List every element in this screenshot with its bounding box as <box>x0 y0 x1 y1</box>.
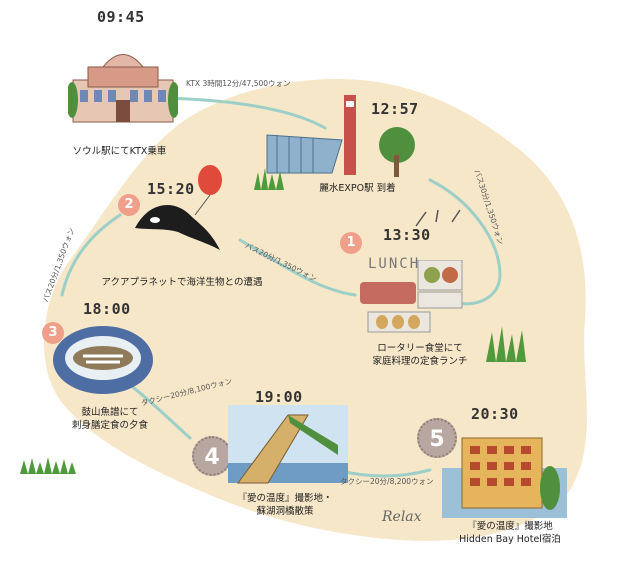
lunch-sign: LUNCH <box>368 256 421 272</box>
caption-aqua-line: アクアプラネットで海洋生物との遭遇 <box>101 277 263 288</box>
time-lunch: 13:30 <box>383 226 431 244</box>
time-dinner: 18:00 <box>83 300 131 318</box>
caption-expo: 麗水EXPO駅 到着 <box>300 182 415 195</box>
caption-seoul: ソウル駅にてKTX乗車 <box>62 145 177 158</box>
bridge-illustration <box>228 405 348 484</box>
time-seoul: 09:45 <box>97 8 145 26</box>
grass-expo <box>254 168 284 190</box>
badge-3: 3 <box>42 322 64 344</box>
caption-hotel: 『愛の温度』撮影地 Hidden Bay Hotel宿泊 <box>440 520 580 546</box>
caption-bridge: 『愛の温度』撮影地・ 蘇湖洞橋散策 <box>225 492 345 518</box>
caption-hotel-line-2: Hidden Bay Hotel宿泊 <box>459 534 561 545</box>
caption-lunch-line-2: 家庭料理の定食ランチ <box>372 356 468 367</box>
route-lines <box>60 96 502 478</box>
relax-text: Relax <box>382 509 422 525</box>
badge-4: 4 <box>192 436 232 476</box>
time-expo: 12:57 <box>371 100 419 118</box>
expo-station-illustration <box>266 95 415 177</box>
time-aqua: 15:20 <box>147 180 195 198</box>
route-taxi-b: タクシー20分/8,200ウォン <box>340 477 434 486</box>
seoul-station-illustration <box>68 54 178 123</box>
grass-dinner <box>20 457 76 474</box>
caption-expo-line: 麗水EXPO駅 到着 <box>319 183 396 194</box>
badge-5: 5 <box>417 418 457 458</box>
caption-seoul-line: ソウル駅にてKTX乗車 <box>72 146 167 157</box>
route-ktx: KTX 3時間12分/47,500ウォン <box>186 79 291 88</box>
time-hotel: 20:30 <box>471 405 519 423</box>
sparkle-lunch <box>415 209 461 227</box>
caption-dinner: 鼓山魚譜にて 刺身膳定食の夕食 <box>50 406 170 432</box>
grass-lunch <box>486 326 526 362</box>
caption-hotel-line-1: 『愛の温度』撮影地 <box>467 521 553 532</box>
dinner-illustration <box>53 326 153 394</box>
lunch-illustration <box>360 260 463 333</box>
hotel-illustration <box>442 437 567 518</box>
orca-illustration <box>135 165 222 250</box>
badge-2: 2 <box>118 194 140 216</box>
caption-dinner-line-1: 鼓山魚譜にて <box>81 407 139 418</box>
caption-bridge-line-1: 『愛の温度』撮影地・ <box>237 493 333 504</box>
caption-dinner-line-2: 刺身膳定食の夕食 <box>71 420 148 431</box>
badge-1: 1 <box>340 232 362 254</box>
caption-lunch-line-1: ロータリー食堂にて <box>377 343 463 354</box>
caption-bridge-line-2: 蘇湖洞橋散策 <box>256 506 314 517</box>
caption-aqua: アクアプラネットで海洋生物との遭遇 <box>92 276 272 289</box>
caption-lunch: ロータリー食堂にて 家庭料理の定食ランチ <box>355 342 485 368</box>
time-bridge: 19:00 <box>255 388 303 406</box>
